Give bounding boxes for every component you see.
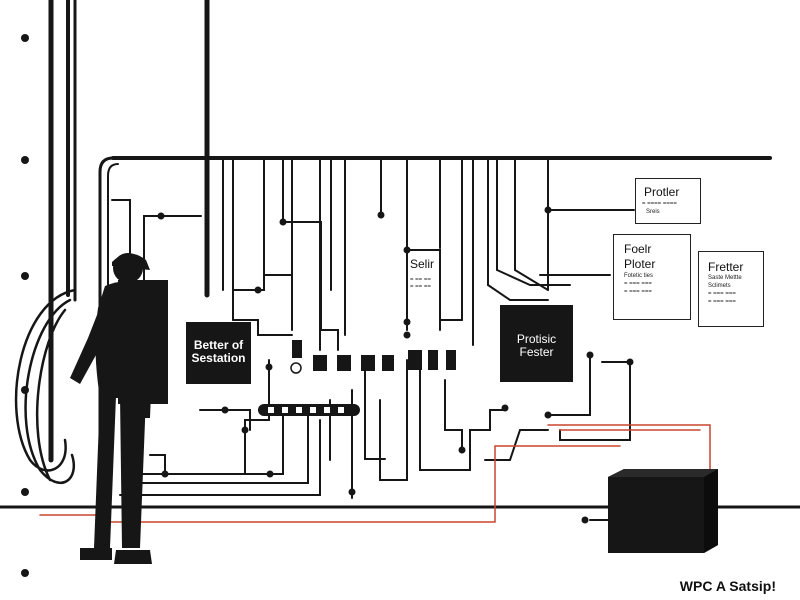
margin-dots bbox=[21, 34, 29, 577]
card-protler-sub-1: = ==== ==== bbox=[642, 201, 677, 207]
right-dark-panel-line-2: Fester bbox=[519, 345, 554, 359]
junction-dots bbox=[157, 206, 634, 524]
right-dark-panel-line-1: Protisic bbox=[516, 332, 557, 346]
right-dark-panel: Protisic Fester bbox=[500, 305, 573, 382]
center-label-sub-2: = == == bbox=[410, 284, 431, 290]
card-protler-title: Protler bbox=[644, 185, 680, 199]
footer-caption: WPC A Satsip! bbox=[679, 578, 776, 594]
card-foelr-sub-1: Fotetic ties bbox=[624, 273, 654, 279]
station-box-line-1: Better of bbox=[193, 338, 244, 352]
card-fretter-sub-4: = === === bbox=[708, 299, 736, 305]
card-fretter: Fretter Saste Mettte Sclimets = === === … bbox=[698, 251, 764, 327]
center-label: Selir = == == = == == bbox=[410, 258, 470, 291]
center-label-sub-1: = == == bbox=[410, 277, 431, 283]
switch-blocks bbox=[292, 340, 456, 371]
card-foelr: Foelr Ploter Fotetic ties = === === = ==… bbox=[613, 234, 691, 320]
card-foelr-sub-3: = === === bbox=[624, 289, 652, 295]
equipment-box-icon bbox=[608, 469, 718, 553]
card-foelr-sub-2: = === === bbox=[624, 281, 652, 287]
card-fretter-sub-2: Sclimets bbox=[708, 283, 731, 289]
card-foelr-title-2: Ploter bbox=[624, 257, 656, 271]
card-fretter-title: Fretter bbox=[708, 260, 744, 274]
card-foelr-title: Foelr bbox=[624, 242, 652, 256]
person-silhouette-icon bbox=[70, 253, 154, 564]
card-protler-sub-2: Sreis bbox=[646, 209, 660, 215]
card-fretter-sub-3: = === === bbox=[708, 291, 736, 297]
station-box: Better of Sestation bbox=[186, 322, 251, 384]
card-fretter-sub-1: Saste Mettte bbox=[708, 275, 742, 281]
center-label-title: Selir bbox=[410, 257, 435, 271]
station-box-line-2: Sestation bbox=[191, 351, 246, 365]
card-protler: Protler = ==== ==== Sreis bbox=[635, 178, 701, 224]
